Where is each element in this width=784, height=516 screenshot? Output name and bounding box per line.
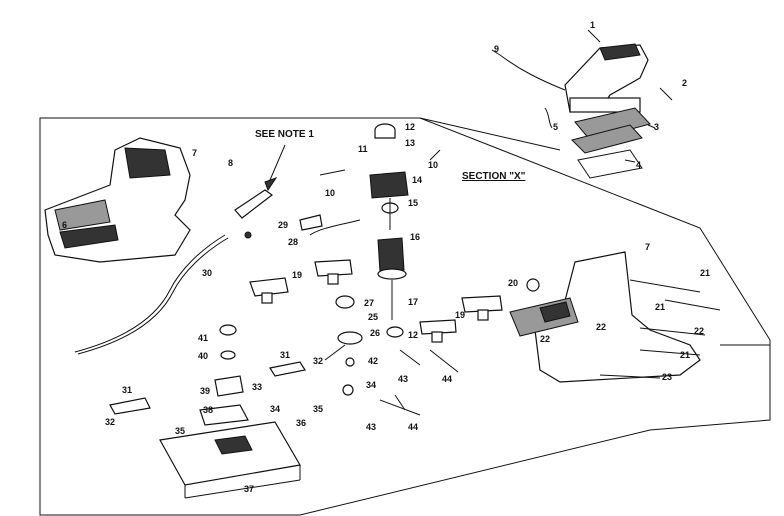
part-31-right: 31 [280, 350, 290, 360]
note-label: SEE NOTE 1 [255, 129, 314, 140]
part-43-top: 43 [398, 374, 408, 384]
section-box [39, 117, 771, 516]
pad-housing-right [509, 251, 721, 383]
part-34-mid: 34 [270, 404, 280, 414]
part-40: 40 [198, 351, 208, 361]
part-19-left: 19 [292, 270, 302, 280]
part-6: 6 [62, 220, 67, 230]
part-25: 25 [368, 312, 378, 322]
part-34-bottom: 34 [366, 380, 376, 390]
bearing-27 [335, 295, 355, 309]
motor-housing-left [44, 137, 191, 263]
part-12-top: 12 [405, 122, 415, 132]
part-44-top: 44 [442, 374, 452, 384]
part-21-top: 21 [700, 268, 710, 278]
part-10-right: 10 [428, 160, 438, 170]
part-41: 41 [198, 333, 208, 343]
part-33: 33 [252, 382, 262, 392]
sanding-pad-3 [574, 107, 651, 141]
section-connector [419, 117, 561, 151]
part-15: 15 [408, 198, 418, 208]
field-coil [369, 171, 409, 199]
part-9: 9 [494, 44, 499, 54]
counterweight-26 [337, 331, 363, 345]
power-cord-30 [74, 234, 226, 353]
part-22-left: 22 [540, 334, 550, 344]
part-17: 17 [408, 297, 418, 307]
part-2: 2 [682, 78, 687, 88]
bumper-pads-19-left [249, 259, 353, 304]
switch-lever [234, 189, 274, 219]
part-22-right: 22 [694, 326, 704, 336]
part-5: 5 [553, 122, 558, 132]
part-29: 29 [278, 220, 288, 230]
part-8: 8 [228, 158, 233, 168]
part-39: 39 [200, 386, 210, 396]
clip-32 [109, 397, 151, 415]
part-23: 23 [662, 372, 672, 382]
part-30: 30 [202, 268, 212, 278]
washer-40 [220, 350, 236, 360]
part-7-right: 7 [645, 242, 650, 252]
part-44-bottom: 44 [408, 422, 418, 432]
part-27: 27 [364, 298, 374, 308]
armature-stack [369, 123, 409, 338]
part-32-left: 32 [105, 417, 115, 427]
part-20: 20 [508, 278, 518, 288]
part-43-bottom: 43 [366, 422, 376, 432]
part-22-center: 22 [596, 322, 606, 332]
part-35-right: 35 [313, 404, 323, 414]
clip-32b [269, 361, 306, 377]
part-37: 37 [244, 484, 254, 494]
bearing-34 [342, 384, 354, 396]
armature [377, 237, 405, 273]
part-35-left: 35 [175, 426, 185, 436]
note-arrow [269, 144, 286, 181]
part-19-right: 19 [455, 310, 465, 320]
part-42: 42 [368, 356, 378, 366]
part-4: 4 [636, 160, 641, 170]
bumper-pads-19-right [419, 295, 503, 343]
bearing-41 [219, 324, 237, 336]
part-7-left: 7 [192, 148, 197, 158]
part-31-left: 31 [122, 385, 132, 395]
section-label: SECTION "X" [462, 171, 526, 182]
part-36-base: 36 [296, 418, 306, 428]
part-21-bottom: 21 [680, 350, 690, 360]
plate-39 [214, 375, 244, 397]
bracket-29 [299, 214, 323, 231]
part-10-left: 10 [325, 188, 335, 198]
knob-20 [526, 278, 540, 292]
part-28: 28 [288, 237, 298, 247]
part-3: 3 [654, 122, 659, 132]
part-32-right: 32 [313, 356, 323, 366]
part-21-mid: 21 [655, 302, 665, 312]
part-13: 13 [405, 138, 415, 148]
lever-38 [199, 404, 249, 426]
part-26: 26 [370, 328, 380, 338]
small-sander-assembly [499, 43, 651, 179]
part-14: 14 [412, 175, 422, 185]
part-1: 1 [590, 20, 595, 30]
sanding-sheet-4 [577, 149, 643, 179]
part-11: 11 [358, 144, 368, 154]
part-12-bottom: 12 [408, 330, 418, 340]
part-38: 38 [203, 405, 213, 415]
part-16: 16 [410, 232, 420, 242]
